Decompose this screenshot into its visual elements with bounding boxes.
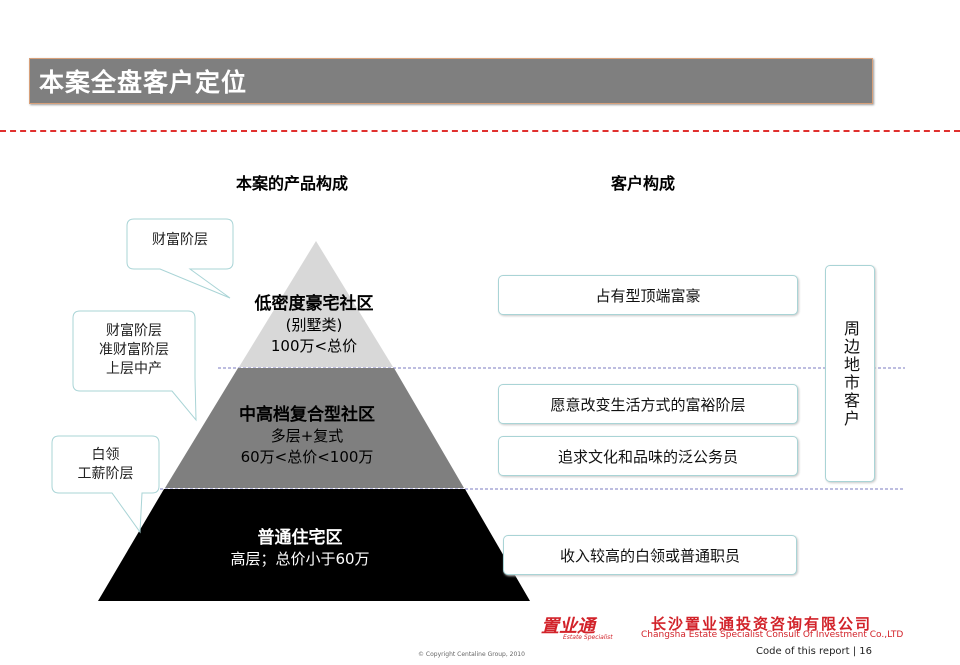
- callout-2-line-2: 准财富阶层: [99, 342, 169, 358]
- header-divider: [0, 130, 960, 132]
- tier-top-name: 低密度豪宅社区: [254, 294, 374, 314]
- customer-column-heading: 客户构成: [611, 174, 676, 193]
- customer-box-4: 收入较高的白领或普通职员: [503, 535, 797, 575]
- callout-3-text: 白领 工薪阶层: [52, 446, 159, 484]
- callout-1-text: 财富阶层: [127, 231, 233, 250]
- tier-top-type: (别墅类): [285, 316, 343, 334]
- side-label-box: 周边地市客户: [825, 265, 875, 482]
- tier-bottom-name: 普通住宅区: [257, 528, 343, 548]
- callout-2-line-3: 上层中产: [106, 361, 162, 377]
- tier-bottom-type: 高层；总价小于60万: [230, 550, 370, 568]
- customer-box-3: 追求文化和品味的泛公务员: [498, 436, 798, 476]
- company-logo: 置业通: [541, 616, 595, 637]
- callout-1-line-1: 财富阶层: [152, 232, 208, 248]
- copyright: © Copyright Centaline Group, 2010: [418, 651, 525, 658]
- company-name-cn: 长沙置业通投资咨询有限公司: [651, 615, 873, 633]
- callout-2-text: 财富阶层 准财富阶层 上层中产: [73, 322, 195, 379]
- customer-box-1: 占有型顶端富豪: [498, 275, 798, 315]
- report-code: Code of this report | 16: [756, 646, 873, 657]
- callout-2-line-1: 财富阶层: [106, 323, 162, 339]
- callout-bubble-3: [51, 435, 160, 534]
- tier-middle-type: 多层+复式: [270, 427, 344, 445]
- callout-bubble-1: [126, 218, 234, 299]
- callout-3-line-1: 白领: [91, 447, 120, 463]
- company-logo-subtitle: Estate Specialist: [563, 634, 613, 641]
- tier-middle-label: 中高档复合型社区 多层+复式 60万<总价<100万: [212, 405, 402, 468]
- callout-bubble-2: [72, 310, 197, 422]
- customer-box-2: 愿意改变生活方式的富裕阶层: [498, 384, 798, 424]
- side-label: 周边地市客户: [841, 319, 860, 428]
- pyramid-tier-bottom: [98, 489, 530, 601]
- pyramid-tier-middle: [165, 368, 464, 488]
- title-bar: 本案全盘客户定位: [29, 58, 873, 104]
- tier-top-label: 低密度豪宅社区 (别墅类) 100万<总价: [226, 294, 402, 357]
- tier-top-price: 100万<总价: [270, 337, 358, 355]
- tier-middle-price: 60万<总价<100万: [240, 448, 374, 466]
- company-name-en: Changsha Estate Specialist Consult Of In…: [641, 630, 904, 640]
- tier-middle-name: 中高档复合型社区: [239, 405, 375, 425]
- page-title: 本案全盘客户定位: [39, 68, 248, 97]
- product-column-heading: 本案的产品构成: [236, 174, 349, 193]
- callout-3-line-2: 工薪阶层: [77, 466, 134, 482]
- pyramid-tier-top: [239, 241, 393, 367]
- tier-bottom-label: 普通住宅区 高层；总价小于60万: [200, 528, 400, 570]
